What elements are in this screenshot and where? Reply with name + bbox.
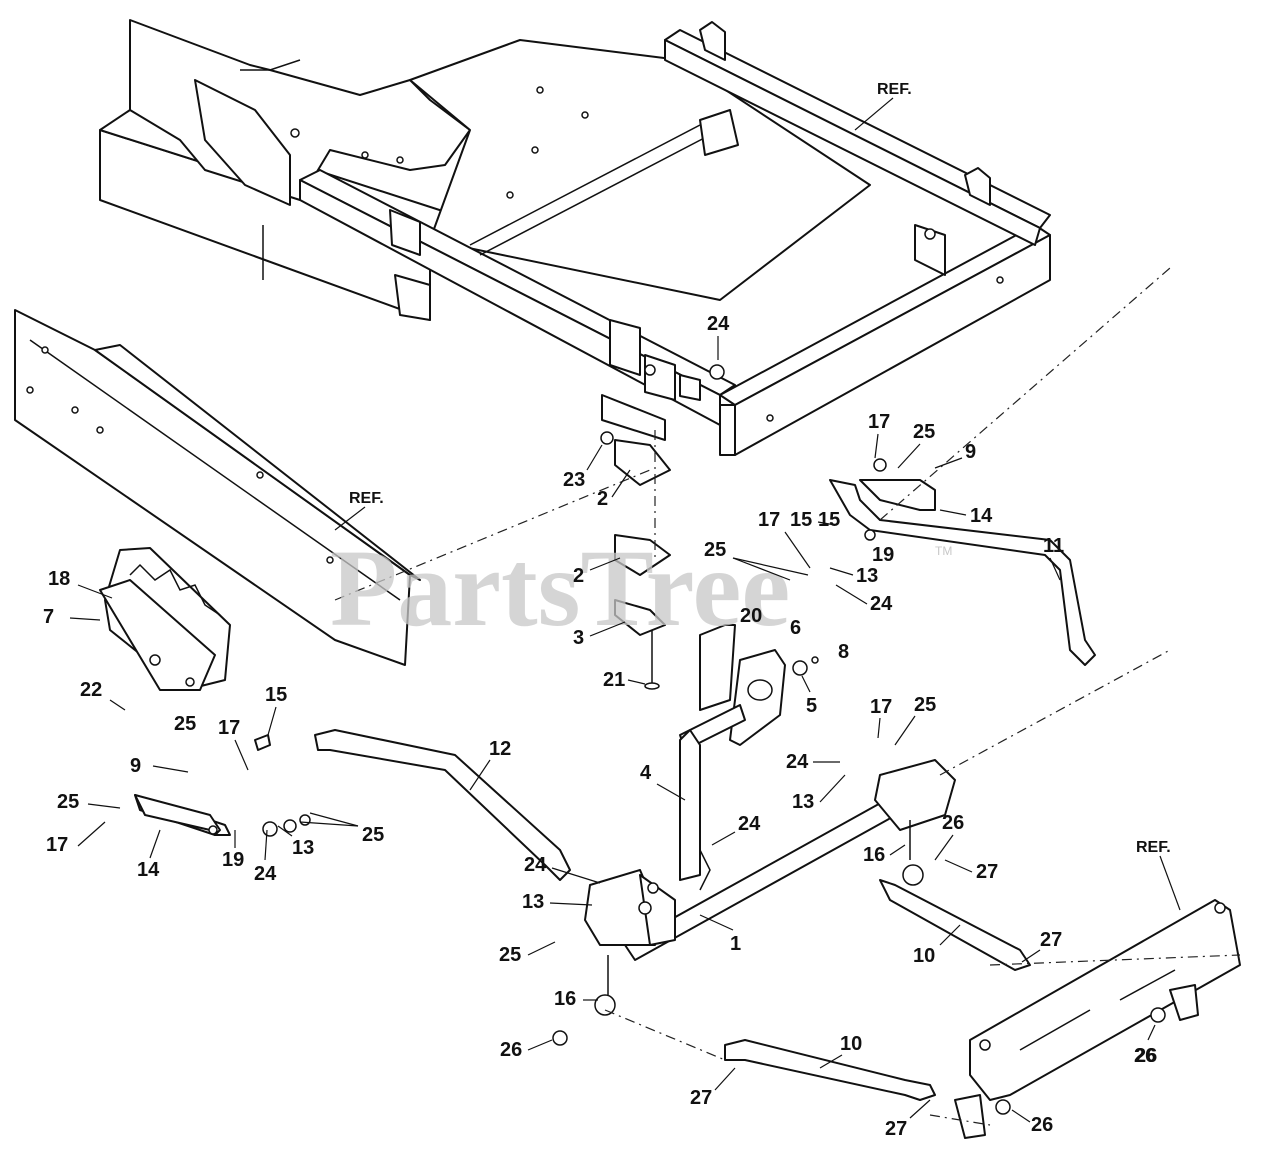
pedal-rod-right (879, 820, 1031, 971)
left-rod (134, 729, 571, 881)
pedal-rod-lower (552, 955, 936, 1101)
callout: 10 (840, 1033, 862, 1055)
callout: 13 (856, 565, 878, 587)
callout: 17 (46, 834, 68, 856)
callout: 8 (838, 641, 849, 663)
watermark: PartsTree (330, 527, 790, 649)
callout: 7 (43, 606, 54, 628)
callout: 5 (806, 695, 817, 717)
ref-label-frame: REF. (877, 81, 912, 98)
callout: 20 (740, 605, 762, 627)
callout: 17 (868, 411, 890, 433)
callout: 9 (130, 755, 141, 777)
callout: 25 (914, 694, 936, 716)
main-shaft (584, 759, 956, 961)
center-lines (334, 267, 1241, 1126)
left-side-rail (14, 309, 421, 666)
callout: 19 (872, 544, 894, 566)
callout: 27 (1040, 929, 1062, 951)
callout: 16 (554, 988, 576, 1010)
callout: 24 (524, 854, 547, 876)
callout: 2 (573, 565, 584, 587)
callout: 25 (499, 944, 521, 966)
main-frame (99, 19, 1051, 456)
pivot-brackets (600, 430, 671, 690)
callout: 26 (1031, 1114, 1053, 1136)
callout: 1 (730, 933, 741, 955)
callout: 14 (137, 859, 160, 881)
callout: 23 (563, 469, 585, 491)
callout: 18 (48, 568, 70, 590)
callout: 26 (500, 1039, 522, 1061)
callout: 24 (870, 593, 893, 615)
callout: 6 (790, 617, 801, 639)
callouts: 24 23 2 2 3 21 20 6 8 5 17 25 9 15 14 11… (43, 313, 1157, 1140)
callout: 17 (870, 696, 892, 718)
callout: 27 (690, 1087, 712, 1109)
callout: 27 (976, 861, 998, 883)
callout: 3 (573, 627, 584, 649)
callout: 25 (704, 539, 726, 561)
callout: 22 (80, 679, 102, 701)
callout: 15 (265, 684, 287, 706)
right-rod (829, 458, 1096, 666)
callout: 13 (522, 891, 544, 913)
callout: 15 (790, 509, 812, 531)
callout: 2 (597, 488, 608, 510)
ref-label-side-rail: REF. (349, 490, 384, 507)
callout: 12 (489, 738, 511, 760)
callout: 25 (174, 713, 196, 735)
callout: 13 (292, 837, 314, 859)
callout: 27 (885, 1118, 907, 1140)
callout: 26 (1135, 1045, 1157, 1067)
callout: 25 (57, 791, 79, 813)
callout: 24 (254, 863, 277, 885)
callout: 26 (942, 812, 964, 834)
callout: 9 (965, 441, 976, 463)
callout: 13 (792, 791, 814, 813)
callout: 17 (758, 509, 780, 531)
callout: 19 (222, 849, 244, 871)
watermark-tm: TM (935, 544, 952, 558)
callout: 24 (786, 751, 809, 773)
callout: 17 (218, 717, 240, 739)
callout: 16 (863, 844, 885, 866)
callout: 26 (1134, 1045, 1156, 1067)
callout: 25 (362, 824, 384, 846)
callout: 21 (603, 669, 625, 691)
ref-label-foot-rest: REF. (1136, 839, 1171, 856)
callout: 24 (738, 813, 761, 835)
pedal-bracket (679, 624, 819, 891)
foot-rest (954, 899, 1241, 1139)
callout: 10 (913, 945, 935, 967)
callout: 11 (1043, 535, 1064, 557)
callout: 4 (640, 762, 652, 784)
ratchet-plate (99, 547, 231, 691)
callout: 24 (707, 313, 730, 335)
callout: 15 (818, 509, 840, 531)
callout: 25 (913, 421, 935, 443)
callout: 14 (970, 505, 993, 527)
